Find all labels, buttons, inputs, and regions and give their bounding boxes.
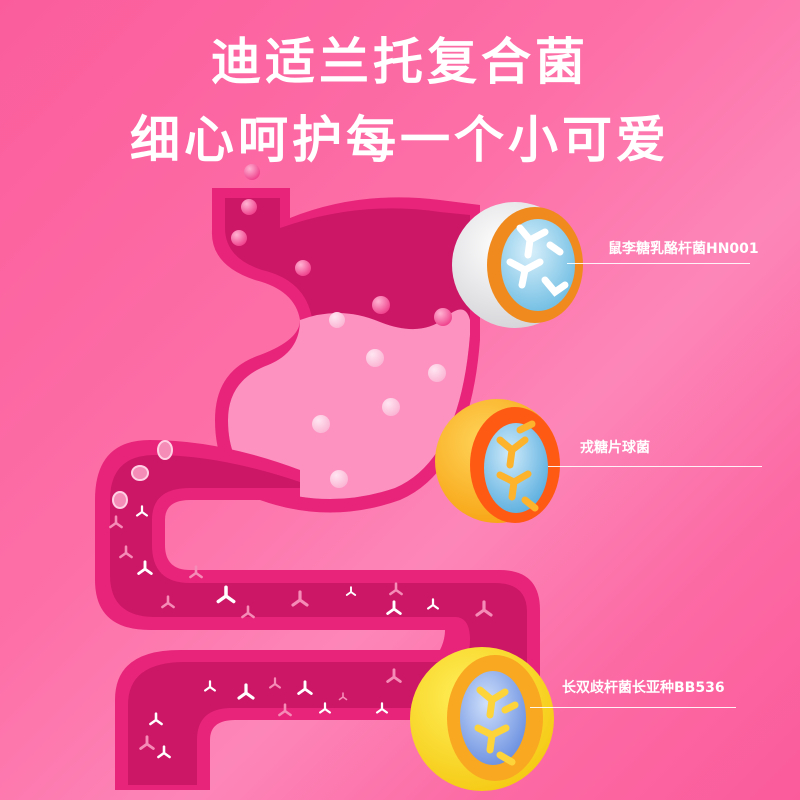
strain-3-connector-line (530, 707, 736, 708)
strain-2-label: 戎糖片球菌 (580, 440, 650, 456)
strain-2-connector-line (548, 466, 762, 467)
strain-3-label: 长双歧杆菌长亚种BB536 (562, 680, 725, 696)
intestine-cells (112, 440, 173, 509)
strain-1-label: 鼠李糖乳酪杆菌HN001 (608, 241, 759, 257)
strain-2-sphere-icon (435, 399, 560, 523)
stomach-bubbles (231, 164, 452, 488)
strain-1-sphere-icon (452, 202, 583, 328)
headline-line-1: 迪适兰托复合菌 (211, 33, 589, 91)
strain-3-sphere-icon (410, 647, 554, 791)
headline-line-2: 细心呵护每一个小可爱 (130, 111, 670, 169)
strain-1-connector-line (567, 263, 750, 264)
stomach (211, 188, 480, 513)
